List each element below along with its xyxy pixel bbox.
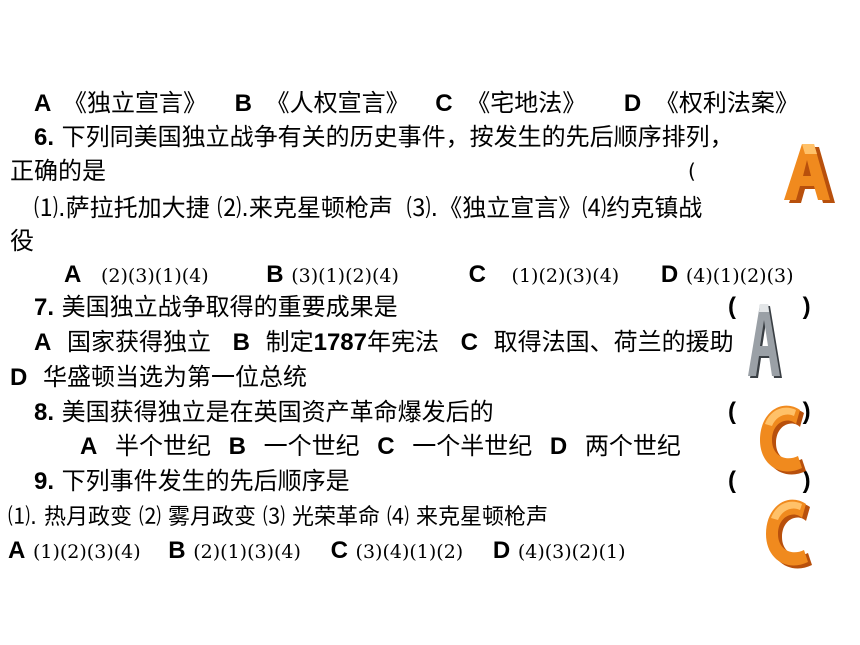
q9-answer-paren: ( )	[728, 467, 811, 494]
q6-option-d-letter: D	[660, 261, 679, 288]
q6-event-1: ⑴.萨拉托加大捷	[34, 194, 210, 222]
q5-option-a-letter: A	[34, 90, 52, 117]
q8-answer-paren: ( )	[728, 398, 811, 425]
q6-events-line1: ⑴.萨拉托加大捷 ⑵.来克星顿枪声 ⑶.《独立宣言》⑷约克镇战	[34, 193, 702, 223]
q6-event-3: ⑶.《独立宣言》⑷约克镇战	[406, 194, 703, 222]
q9-option-a-letter: A	[8, 537, 26, 564]
q6-option-a-text: (2)(3)(1)(4)	[100, 265, 209, 287]
q6-events-line2: 役	[10, 226, 34, 256]
q7-options-line1: A 国家获得独立 B 制定1787年宪法 C 取得法国、荷兰的援助	[34, 327, 734, 358]
q8-option-d-text: 两个世纪	[584, 432, 681, 460]
q8-option-c-text: 一个半世纪	[412, 432, 533, 460]
letter-a-gray-icon	[748, 304, 782, 378]
q9-option-b-letter: B	[168, 537, 186, 564]
q5-options: A 《独立宣言》 B 《人权宣言》 C 《宅地法》 D 《权利法案》	[34, 88, 799, 119]
q6-options: A (2)(3)(1)(4) B (3)(1)(2)(4) C (1)(2)(3…	[64, 259, 793, 291]
q7-stem-line: 7. 美国独立战争取得的重要成果是	[34, 292, 398, 323]
letter-a-orange-icon	[784, 144, 835, 203]
q7-option-c-letter: C	[460, 329, 478, 356]
q6-option-b-text: (3)(1)(2)(4)	[291, 265, 399, 287]
q6-option-c-letter: C	[468, 261, 486, 288]
q7-option-d-text: 华盛顿当选为第一位总统	[42, 363, 307, 391]
q9-stem-line: 9. 下列事件发生的先后顺序是	[34, 466, 350, 497]
q9-option-c-text: (3)(4)(1)(2)	[355, 541, 464, 563]
q9-option-d-text: (4)(3)(2)(1)	[517, 541, 626, 563]
q9-paren: ( )	[728, 466, 811, 496]
q7-option-b-letter: B	[232, 329, 250, 356]
letter-c-orange-icon	[766, 499, 812, 569]
q5-option-b-letter: B	[234, 90, 252, 117]
q6-event-cont: 役	[10, 227, 34, 255]
q6-paren: (	[688, 156, 696, 186]
q6-answer-mark	[770, 138, 840, 208]
q9-option-c-letter: C	[330, 537, 348, 564]
q8-option-c-letter: C	[377, 433, 395, 460]
q7-option-d-letter: D	[10, 364, 28, 391]
q9-events: ⑴. 热月政变 ⑵ 雾月政变 ⑶ 光荣革命 ⑷ 来克星顿枪声	[8, 501, 548, 533]
q5-option-d-letter: D	[623, 90, 642, 117]
q9-option-b-text: (2)(1)(3)(4)	[193, 541, 301, 563]
q6-event-2: ⑵.来克星顿枪声	[217, 194, 393, 222]
q8-option-d-letter: D	[549, 433, 568, 460]
q6-stem-line1: 6. 下列同美国独立战争有关的历史事件，按发生的先后顺序排列，	[34, 122, 734, 153]
q6-stem-cont: 正确的是	[10, 157, 106, 185]
q7-answer-mark	[744, 300, 784, 384]
q6-number: 6.	[34, 124, 55, 151]
letter-c-orange-icon	[760, 405, 806, 475]
q6-option-a-letter: A	[64, 261, 82, 288]
q9-events-text: ⑴. 热月政变 ⑵ 雾月政变 ⑶ 光荣革命 ⑷ 来克星顿枪声	[8, 505, 548, 530]
q9-option-d-letter: D	[492, 537, 511, 564]
q5-option-c-letter: C	[435, 90, 453, 117]
q6-option-b-letter: B	[266, 261, 284, 288]
q9-option-a-text: (1)(2)(3)(4)	[32, 541, 141, 563]
q8-stem-line: 8. 美国获得独立是在英国资产革命爆发后的	[34, 397, 494, 428]
q6-option-c-text: (1)(2)(3)(4)	[511, 265, 620, 287]
q7-paren: ( )	[728, 292, 811, 322]
q8-number: 8.	[34, 399, 55, 426]
q9-number: 9.	[34, 468, 55, 495]
q7-answer-paren: ( )	[728, 293, 811, 320]
q9-stem: 下列事件发生的先后顺序是	[61, 467, 350, 495]
q7-stem: 美国独立战争取得的重要成果是	[61, 293, 398, 321]
q8-option-b-letter: B	[228, 433, 246, 460]
q8-option-b-text: 一个世纪	[263, 432, 360, 460]
q5-option-a-text: 《独立宣言》	[62, 89, 207, 117]
q5-option-d-text: 《权利法案》	[654, 89, 799, 117]
q8-option-a-text: 半个世纪	[114, 432, 211, 460]
q6-answer-paren: (	[688, 159, 696, 183]
q8-stem: 美国获得独立是在英国资产革命爆发后的	[61, 398, 494, 426]
q8-option-a-letter: A	[80, 433, 98, 460]
q6-stem-line2: 正确的是	[10, 156, 106, 186]
q7-option-c-text: 取得法国、荷兰的援助	[493, 328, 734, 356]
q6-option-d-text: (4)(1)(2)(3)	[685, 265, 794, 287]
q7-number: 7.	[34, 294, 55, 321]
q9-answer-mark	[758, 490, 816, 578]
q8-paren: ( )	[728, 397, 811, 427]
q8-options: A 半个世纪 B 一个世纪 C 一个半世纪 D 两个世纪	[80, 431, 681, 462]
q5-option-b-text: 《人权宣言》	[265, 89, 410, 117]
q7-option-b-text: 制定	[265, 328, 314, 356]
q7-option-a-letter: A	[34, 329, 52, 356]
q7-option-b-year: 1787	[313, 329, 367, 356]
q7-options-line2: D 华盛顿当选为第一位总统	[10, 362, 307, 393]
q7-option-b-text2: 年宪法	[367, 328, 439, 356]
q8-answer-mark	[752, 396, 810, 484]
q6-stem: 下列同美国独立战争有关的历史事件，按发生的先后顺序排列，	[61, 123, 734, 151]
q5-option-c-text: 《宅地法》	[466, 89, 587, 117]
q7-option-a-text: 国家获得独立	[66, 328, 211, 356]
q9-options: A (1)(2)(3)(4) B (2)(1)(3)(4) C (3)(4)(1…	[8, 535, 625, 567]
